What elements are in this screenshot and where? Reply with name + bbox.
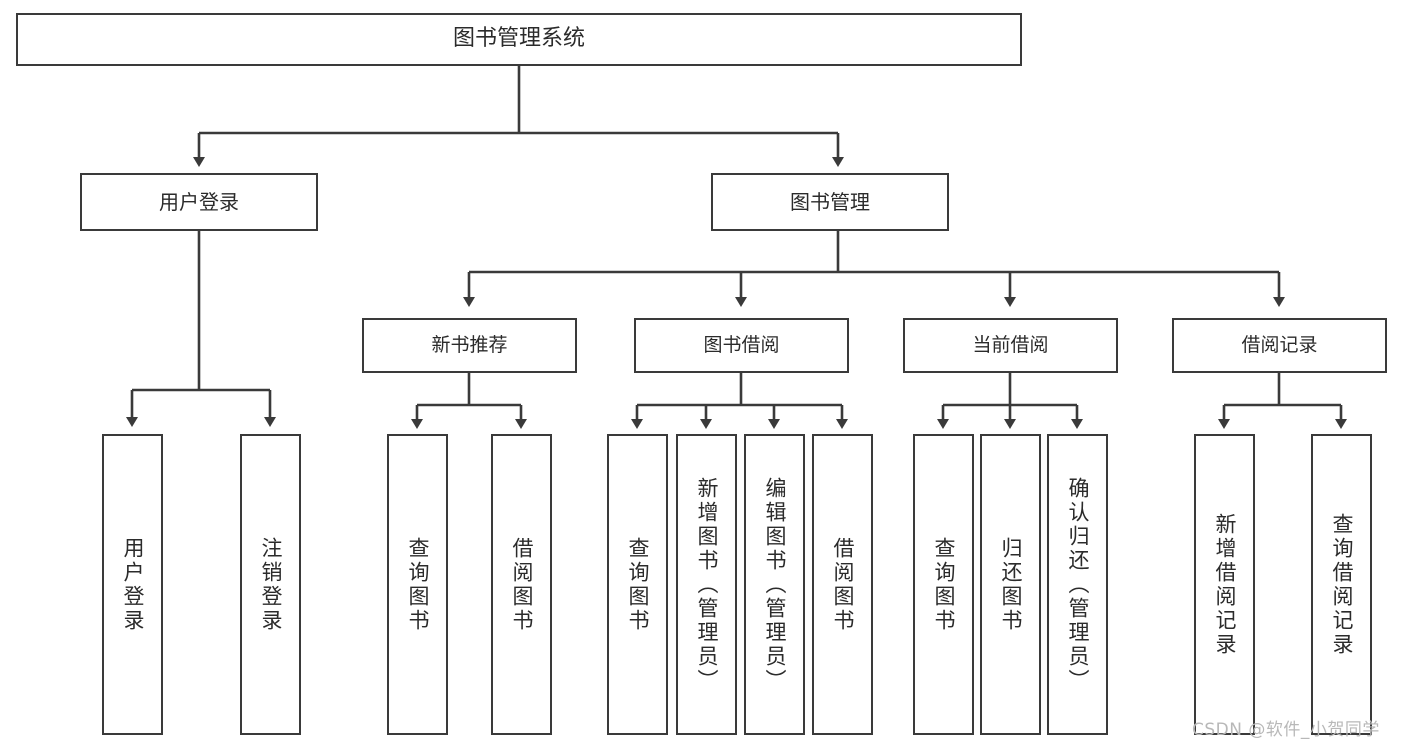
leaf-edit-book-admin[interactable]: 编辑图书（管理员）: [744, 434, 805, 735]
node-label: 新增借阅记录: [1213, 512, 1237, 657]
node-label: 新增图书（管理员）: [695, 476, 719, 693]
node-current-borrowing[interactable]: 当前借阅: [903, 318, 1118, 373]
node-label: 图书管理: [790, 189, 870, 214]
node-label: 用户登录: [159, 189, 239, 214]
node-label: 注销登录: [259, 536, 283, 633]
node-label: 图书管理系统: [452, 26, 585, 52]
node-label: 编辑图书（管理员）: [763, 476, 787, 693]
node-label: 新书推荐: [431, 333, 508, 356]
node-user-login[interactable]: 用户登录: [80, 173, 318, 231]
node-label: 归还图书: [999, 536, 1023, 633]
node-label: 查询借阅记录: [1330, 512, 1354, 657]
node-label: 确认归还（管理员）: [1066, 476, 1090, 693]
node-label: 查询图书: [406, 536, 430, 633]
node-label: 用户登录: [121, 536, 145, 633]
node-label: 查询图书: [932, 536, 956, 633]
leaf-add-borrowing-record[interactable]: 新增借阅记录: [1194, 434, 1255, 735]
node-label: 图书借阅: [703, 333, 780, 356]
leaf-logout[interactable]: 注销登录: [240, 434, 301, 735]
leaf-query-books-borrowing[interactable]: 查询图书: [607, 434, 668, 735]
node-label: 借阅记录: [1241, 333, 1318, 356]
leaf-return-books[interactable]: 归还图书: [980, 434, 1041, 735]
node-root-book-management-system[interactable]: 图书管理系统: [16, 13, 1022, 66]
node-label: 借阅图书: [831, 536, 855, 633]
leaf-query-books-recommend[interactable]: 查询图书: [387, 434, 448, 735]
node-new-book-recommendation[interactable]: 新书推荐: [362, 318, 577, 373]
node-label: 查询图书: [626, 536, 650, 633]
node-book-borrowing[interactable]: 图书借阅: [634, 318, 849, 373]
leaf-confirm-return-admin[interactable]: 确认归还（管理员）: [1047, 434, 1108, 735]
watermark-text: CSDN @软件_小贺同学: [1192, 720, 1380, 740]
node-book-management[interactable]: 图书管理: [711, 173, 949, 231]
leaf-query-borrowing-record[interactable]: 查询借阅记录: [1311, 434, 1372, 735]
leaf-borrow-books-borrowing[interactable]: 借阅图书: [812, 434, 873, 735]
node-label: 当前借阅: [972, 333, 1049, 356]
leaf-borrow-books-recommend[interactable]: 借阅图书: [491, 434, 552, 735]
leaf-query-books-current[interactable]: 查询图书: [913, 434, 974, 735]
leaf-user-login[interactable]: 用户登录: [102, 434, 163, 735]
node-label: 借阅图书: [510, 536, 534, 633]
node-borrowing-records[interactable]: 借阅记录: [1172, 318, 1387, 373]
leaf-add-book-admin[interactable]: 新增图书（管理员）: [676, 434, 737, 735]
